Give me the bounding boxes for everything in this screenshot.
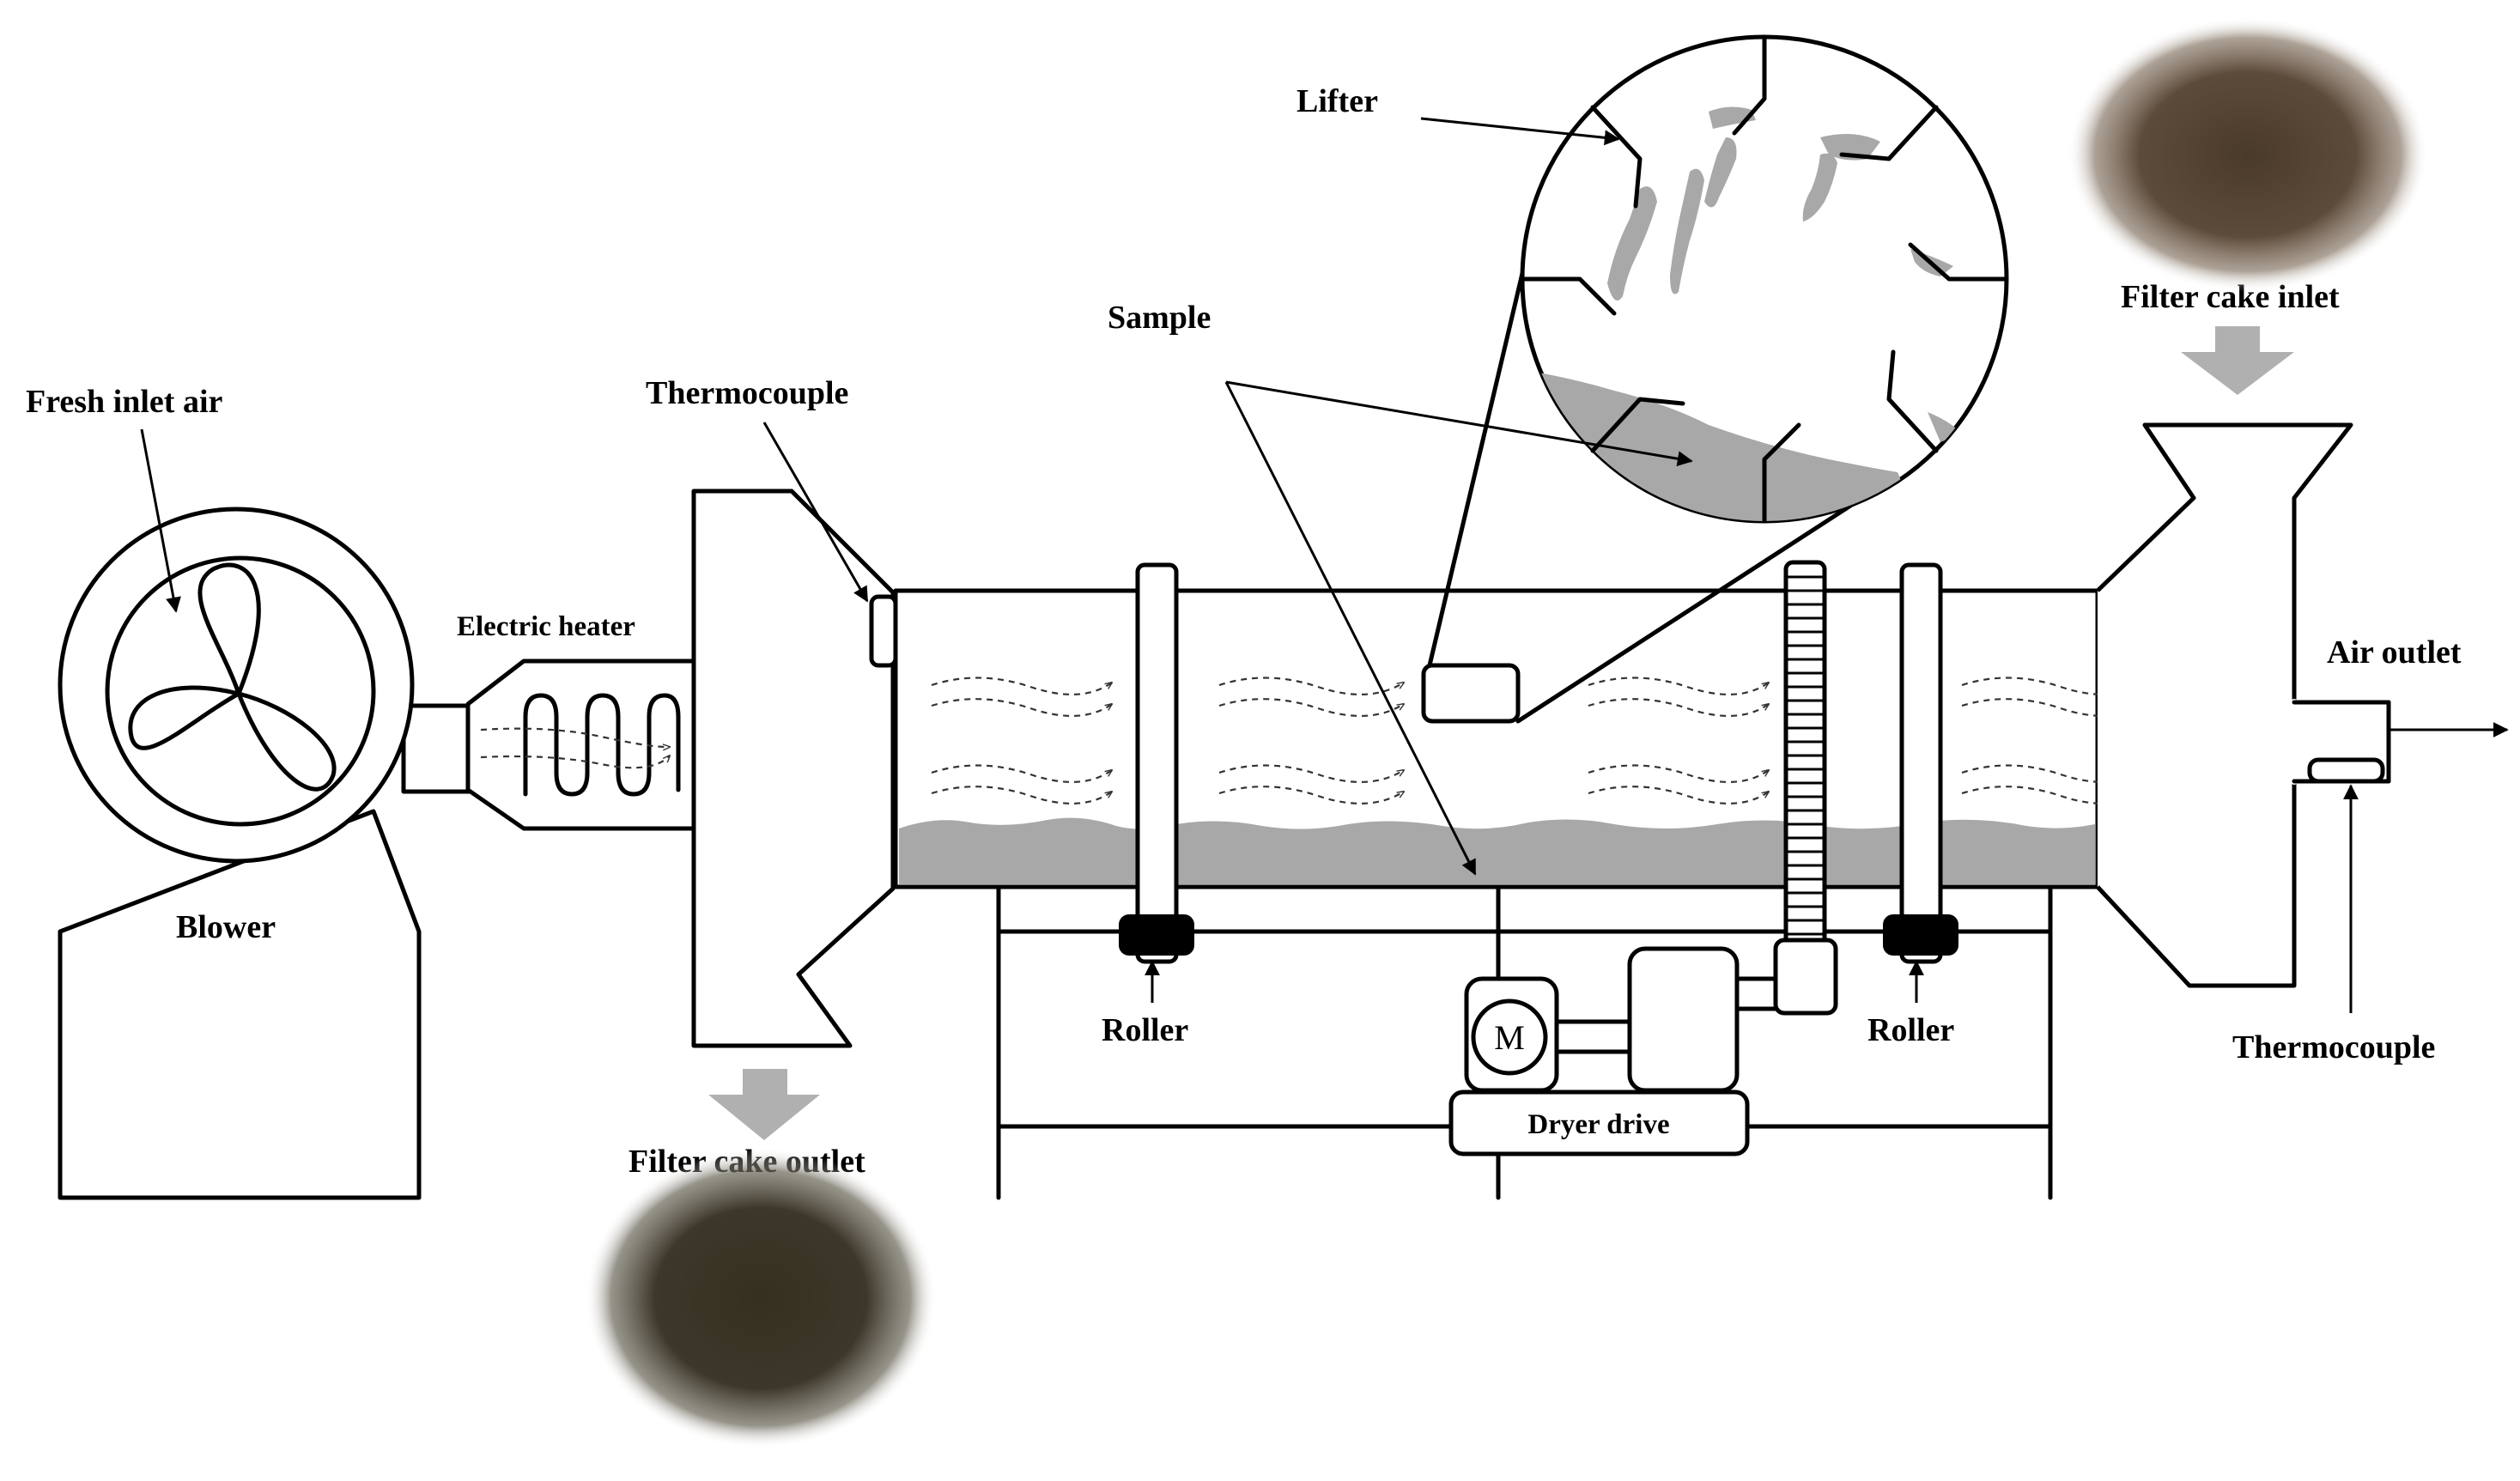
inlet-hood: Thermocouple Filter cake outlet: [585, 375, 937, 1448]
electric-heater: Electric heater: [457, 611, 698, 831]
roller-right-label: Roller: [1867, 1012, 1954, 1048]
outlet-hood: Air outlet Thermocouple Filter cake inle…: [2068, 17, 2509, 1065]
lifter-arrow: [1420, 117, 1620, 146]
motor-label: M: [1494, 1018, 1525, 1057]
blower-inner-ring: [105, 555, 376, 827]
filter-cake-outlet-flow-arrow: [708, 1069, 820, 1140]
drum-section-marker: [1421, 663, 1521, 724]
heater-duct: [465, 659, 698, 831]
pinion-gear: [1773, 938, 1838, 1016]
fresh-inlet-air-arrow: [140, 428, 181, 613]
drum-cross-section: Lifter: [1296, 34, 2009, 724]
tyre-ring-right: [1899, 562, 1943, 964]
motor-icon: [1471, 998, 1548, 1076]
zoom-line-right: [1515, 478, 1892, 724]
blower-label: Blower: [176, 909, 276, 945]
sample-label: Sample: [1108, 300, 1211, 336]
thermocouple-right-label: Thermocouple: [2232, 1029, 2435, 1065]
lifter-blades: [1520, 34, 2009, 524]
left-tyre-ring: Roller: [1102, 562, 1194, 1048]
zoom-line-left: [1427, 264, 1527, 668]
air-outlet-label: Air outlet: [2327, 634, 2462, 671]
thermocouple-left-arrow: [762, 422, 869, 603]
filter-cake-outlet-photo: [585, 1148, 937, 1448]
lifter-label: Lifter: [1296, 83, 1378, 119]
roller-right: [1883, 914, 1958, 956]
dryer-drum: [893, 588, 2147, 889]
gearbox: [1627, 946, 1740, 1093]
outlet-hood-body: [2096, 422, 2391, 988]
dryer-drive-base: [1448, 1090, 1750, 1156]
sample-arrow-drum: [1224, 381, 1477, 876]
thermocouple-left-sensor: [869, 594, 898, 668]
thermocouple-left-label: Thermocouple: [646, 375, 848, 411]
right-tyre-ring: Roller: [1867, 562, 1958, 1048]
dryer-drive-label: Dryer drive: [1527, 1109, 1669, 1140]
roller-left: [1119, 914, 1194, 956]
heater-coil: [523, 693, 681, 797]
fresh-inlet-air-label: Fresh inlet air: [26, 384, 223, 420]
electric-heater-label: Electric heater: [457, 611, 635, 642]
sample-callout: Sample: [1108, 300, 1693, 876]
drive-system: M Dryer drive: [1448, 560, 1838, 1156]
thermocouple-right-sensor: [2307, 757, 2385, 784]
sample-arrow-circle: [1225, 380, 1693, 467]
blower-stand: [58, 809, 422, 1200]
airflow-arrows: [931, 677, 2147, 804]
fan-icon: [128, 562, 337, 792]
inlet-hood-body: [691, 489, 896, 1048]
tyre-ring-left: [1135, 562, 1179, 964]
roller-left-label: Roller: [1102, 1012, 1188, 1048]
blower-unit: Fresh inlet air Blower: [26, 384, 501, 1200]
filter-cake-inlet-flow-arrow: [2181, 326, 2294, 395]
filter-cake-inlet-photo: [2068, 17, 2428, 292]
